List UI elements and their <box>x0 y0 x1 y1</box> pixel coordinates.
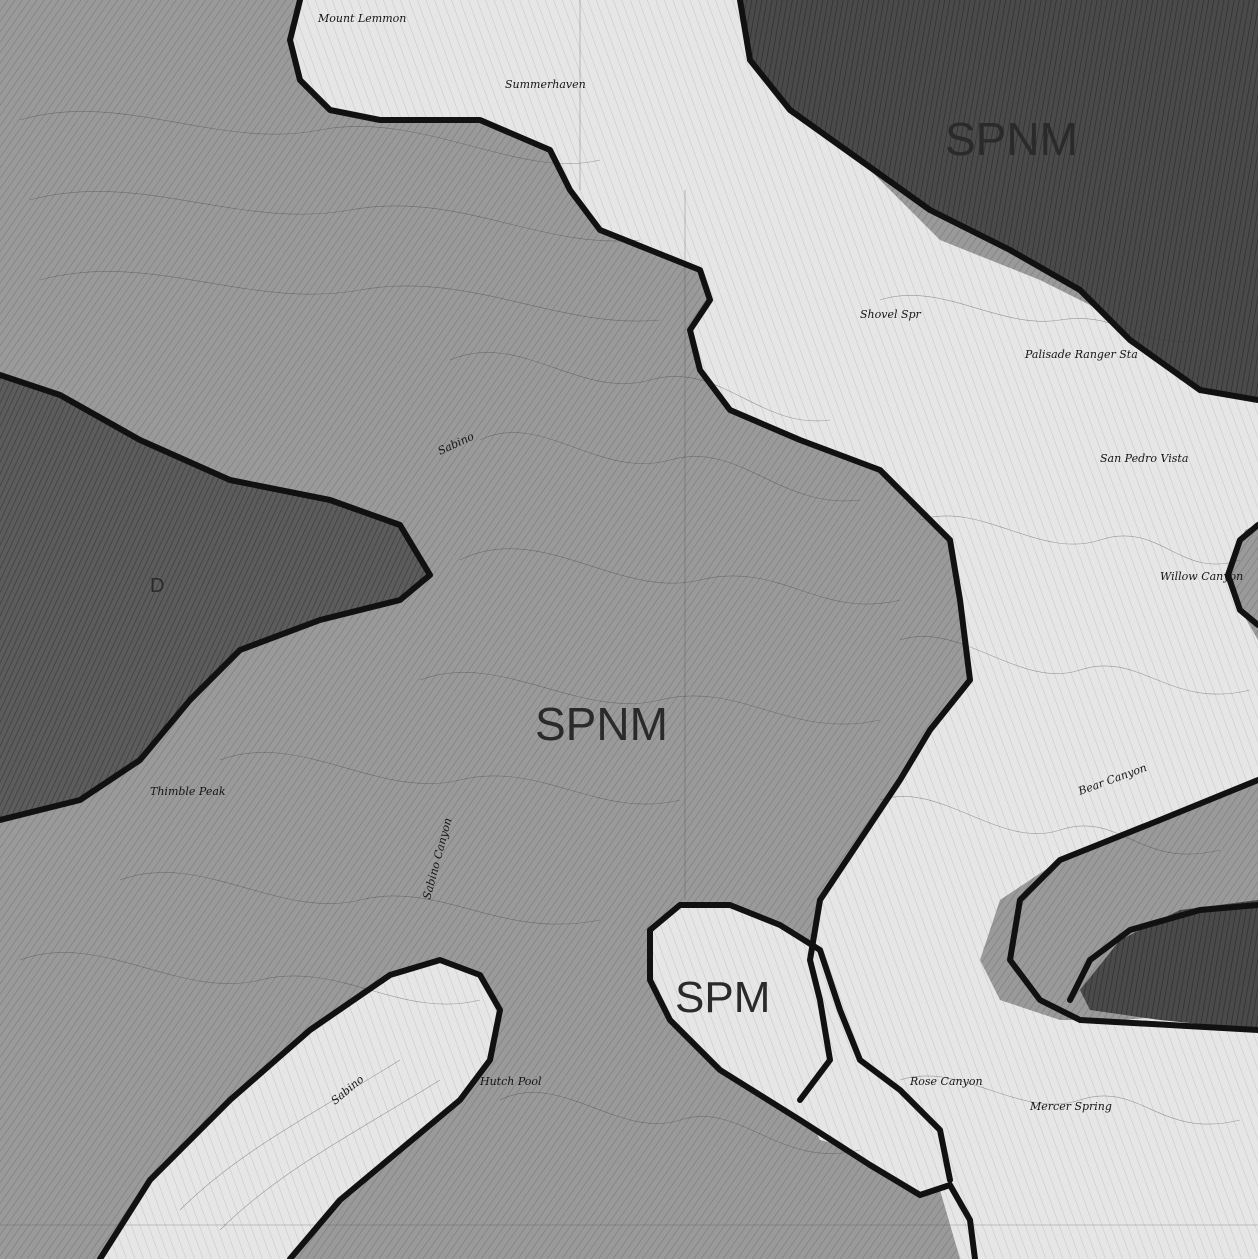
boundary-southeast-dark <box>1067 902 1258 1003</box>
region-label-spnm-northeast: SPNM <box>945 113 1078 165</box>
boundary-south-light <box>97 957 503 1259</box>
place-label-thimble-peak: Thimble Peak <box>150 785 226 798</box>
unit-edge-east <box>1230 525 1258 625</box>
unit-light-south <box>100 960 500 1259</box>
boundary-east-arc <box>1007 777 1258 1033</box>
place-label-mount-lemmon: Mount Lemmon <box>317 12 406 25</box>
region-label-spm-south: SPM <box>675 973 770 1022</box>
boundary-east-edge <box>1225 522 1258 628</box>
unit-light-north <box>290 0 1258 1259</box>
place-label-summerhaven: Summerhaven <box>505 78 586 91</box>
place-label-san-pedro-vista: San Pedro Vista <box>1100 452 1188 465</box>
region-labels: SPNM SPNM SPM D <box>150 113 1078 1022</box>
region-label-spnm-center: SPNM <box>535 698 668 750</box>
place-label-willow-canyon: Willow Canyon <box>1160 570 1243 583</box>
boundary-northeast <box>737 0 1258 403</box>
place-label-rose-canyon: Rose Canyon <box>909 1075 983 1088</box>
place-label-shovel-spr: Shovel Spr <box>860 308 922 321</box>
boundary-spm-lobe <box>647 902 978 1259</box>
region-label-unit-d: D <box>150 575 164 597</box>
place-label-mercer-spring: Mercer Spring <box>1029 1100 1112 1113</box>
contour-lines <box>0 0 1258 1231</box>
boundary-west-dark <box>0 372 433 823</box>
unit-dark-southeast <box>1080 900 1258 1030</box>
unit-spm-lobe <box>650 905 950 1195</box>
unit-dark-west <box>0 375 430 820</box>
place-label-hutch-pool: Hutch Pool <box>479 1075 542 1088</box>
place-label-palisade-ranger: Palisade Ranger Sta <box>1024 348 1138 361</box>
unit-dark-northeast <box>740 0 1258 400</box>
boundary-north-light-west <box>287 0 973 1103</box>
